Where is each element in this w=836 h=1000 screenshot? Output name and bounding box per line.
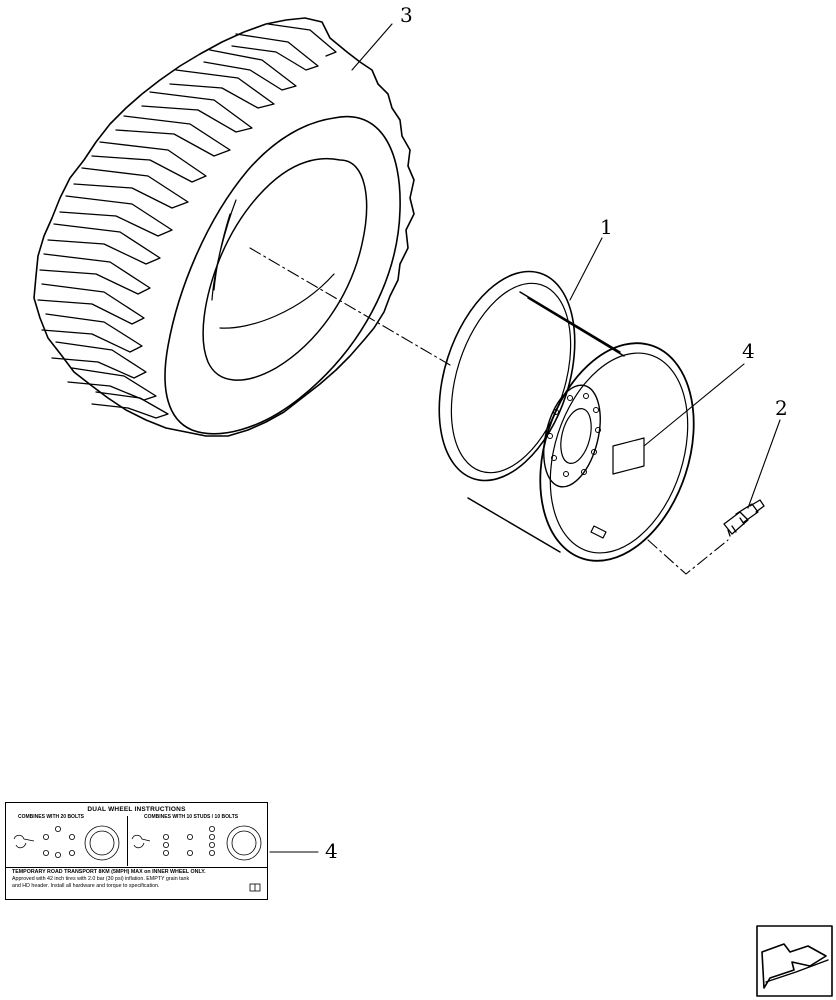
dual-wheel-instructions-decal: DUAL WHEEL INSTRUCTIONS COMBINES WITH 20…: [5, 802, 268, 900]
callout-4b: 4: [325, 839, 338, 863]
tire-outer-tread: [33, 17, 415, 437]
next-page-arrow-icon[interactable]: [756, 925, 833, 997]
leader-1: [569, 237, 603, 301]
rim-front-flange-inner: [549, 352, 689, 554]
rim-front-flange: [539, 342, 695, 562]
rim-hub: [560, 408, 592, 464]
callout-3: 3: [400, 3, 413, 27]
tire-bead-opening: [202, 157, 368, 381]
tire-tread-lugs: [37, 23, 337, 419]
rim-back-flange-inner: [450, 282, 572, 474]
decal-right-heading: COMBINES WITH 10 STUDS / 10 BOLTS: [144, 814, 239, 820]
rim-valve-stem-hole: [590, 525, 607, 539]
leader-3: [351, 23, 393, 71]
callout-1: 1: [600, 215, 613, 239]
decal-left-heading: COMBINES WITH 20 BOLTS: [18, 814, 85, 820]
rim-bolt-holes: [547, 393, 601, 477]
decal-line-2: Approved with 42 inch tires with 2.0 bar…: [12, 876, 190, 882]
decal-line-3: and HD header. Install all hardware and …: [12, 883, 160, 889]
centerline-valve: [647, 539, 729, 575]
decal-artwork: [13, 825, 262, 892]
rim-back-flange: [438, 270, 576, 482]
callout-4: 4: [742, 339, 755, 363]
tire: [33, 17, 415, 437]
leader-4: [643, 363, 745, 447]
decal-title: DUAL WHEEL INSTRUCTIONS: [87, 806, 186, 813]
callout-2: 2: [775, 396, 788, 420]
valve-stem: [723, 499, 765, 537]
tire-sidewall: [164, 115, 401, 435]
leader-lines: [269, 23, 781, 853]
decal-line-1: TEMPORARY ROAD TRANSPORT 8KM (5MPH) MAX …: [12, 869, 206, 875]
rim-decal-patch: [612, 437, 645, 475]
tire-inner-bead-line: [219, 273, 335, 329]
tire-inner-shadow: [211, 199, 237, 301]
rim-barrel: [467, 291, 625, 553]
rim-disc: [543, 384, 601, 488]
leader-2: [747, 419, 781, 509]
centerline-tire-rim: [249, 247, 451, 366]
rim: [438, 270, 695, 562]
decal-divider: [127, 816, 128, 866]
decal-rule: [6, 867, 267, 868]
